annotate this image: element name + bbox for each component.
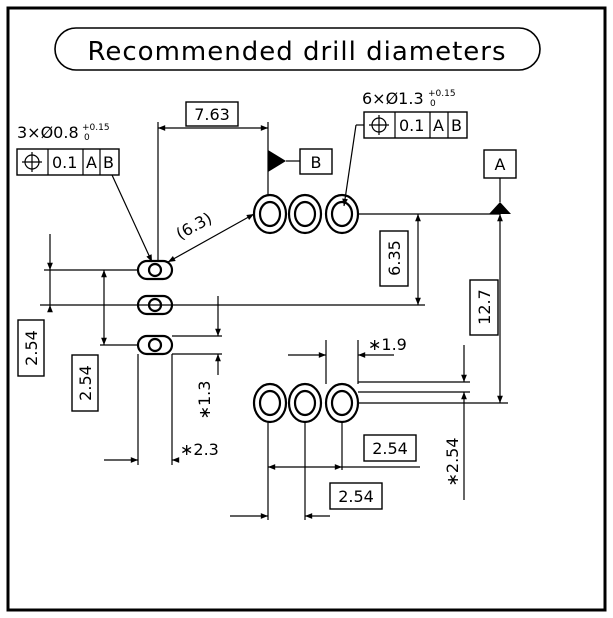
- callout-left-datum2: B: [103, 153, 114, 172]
- hole-lower-2: [287, 382, 323, 424]
- callout-left-tol-lower: 0: [84, 133, 90, 143]
- callout-right-datum1: A: [433, 116, 444, 135]
- dim-2-54-right-upper: 2.54: [372, 439, 408, 458]
- hole-lower-3: [324, 382, 360, 424]
- title-block: Recommended drill diameters: [54, 27, 541, 71]
- dim-2-54-left-inner: 2.54: [76, 365, 95, 401]
- hole-lower-1: [252, 382, 288, 424]
- title-text: Recommended drill diameters: [87, 37, 506, 67]
- dim-6-3: (6.3): [173, 208, 215, 243]
- hole-row-lower: [252, 382, 360, 424]
- slot-1: [136, 259, 174, 281]
- dim-1-9: ∗1.9: [368, 335, 407, 354]
- datum-b-label: B: [311, 153, 322, 172]
- hole-row-upper: [252, 193, 360, 235]
- dim-2-3: ∗2.3: [180, 440, 219, 459]
- dim-2-54-right-vertical: ∗2.54: [443, 437, 462, 486]
- datum-a: A: [483, 149, 517, 214]
- datum-b: B: [268, 148, 333, 175]
- dim-1-3: ∗1.3: [195, 381, 214, 420]
- callout-left-tolerance: 0.1: [52, 153, 77, 172]
- hole-upper-3: [324, 193, 360, 235]
- callout-right: 6×Ø1.3 +0.15 0 0.1 A B: [342, 89, 468, 207]
- callout-right-tol-lower: 0: [430, 99, 436, 109]
- callout-right-datum2: B: [451, 116, 462, 135]
- callout-left: 3×Ø0.8 +0.15 0 0.1 A B: [16, 123, 153, 263]
- callout-right-tol-upper: +0.15: [428, 89, 456, 99]
- dim-12-7: 12.7: [475, 289, 494, 325]
- dimension-lines: [47, 125, 503, 519]
- drawing-border: [6, 6, 607, 612]
- slot-3: [136, 334, 174, 356]
- callout-left-tol-upper: +0.15: [82, 123, 110, 133]
- position-symbol-icon: [369, 115, 389, 135]
- hole-upper-1: [252, 193, 288, 235]
- dim-2-54-left-outer: 2.54: [22, 330, 41, 366]
- dim-6-35: 6.35: [385, 240, 404, 276]
- datum-a-label: A: [495, 155, 506, 174]
- dim-7-63: 7.63: [194, 105, 230, 124]
- callout-left-diameter: 3×Ø0.8: [17, 123, 79, 142]
- callout-right-tolerance: 0.1: [399, 116, 424, 135]
- hole-upper-2: [287, 193, 323, 235]
- callout-right-diameter: 6×Ø1.3: [362, 89, 424, 108]
- position-symbol-icon: [22, 152, 42, 172]
- callout-left-datum1: A: [86, 153, 97, 172]
- dim-2-54-right-lower: 2.54: [338, 487, 374, 506]
- hole-column-left: [136, 259, 174, 356]
- dimension-labels: 7.63 (6.3) 6.35 12.7 2.54 2.54 ∗1.3 ∗2.3…: [17, 101, 499, 510]
